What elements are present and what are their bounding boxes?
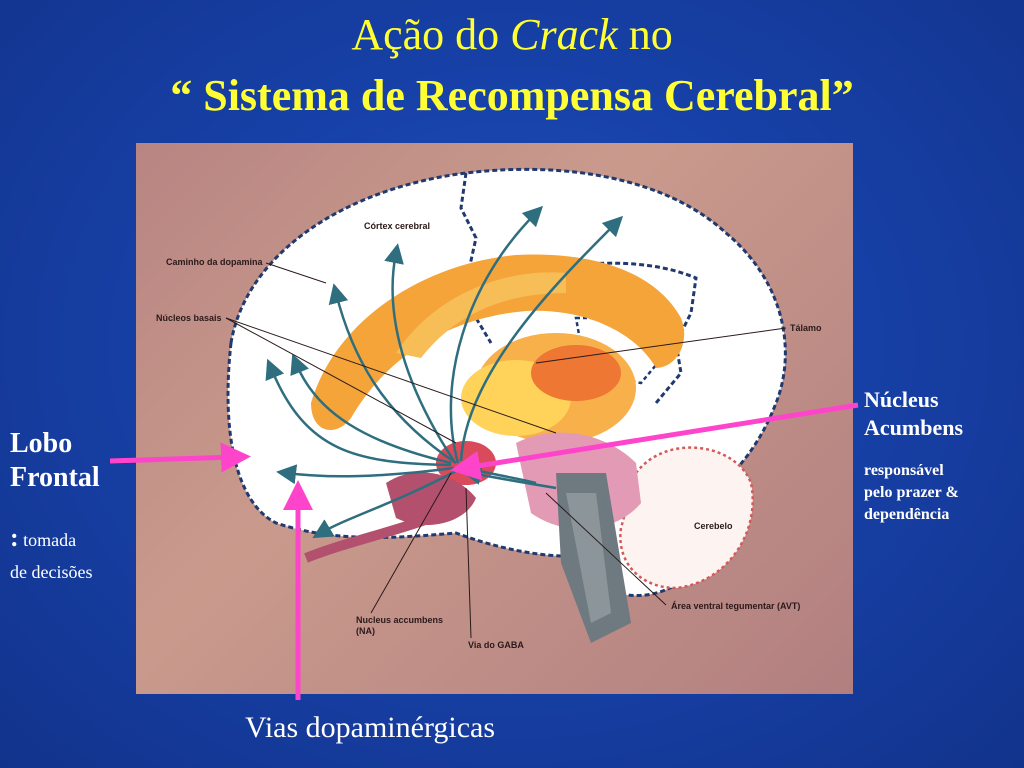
pathway-arrow-1	[328, 283, 457, 465]
lobo-desc-line1: tomada	[23, 530, 77, 550]
pathway-arrow-4	[276, 464, 455, 485]
cingulate-band	[396, 272, 566, 358]
pathway-arrow-6	[449, 205, 544, 464]
nucleo-desc-line2: pelo prazer &	[864, 484, 959, 501]
vias-dopaminergicas-label: Vias dopaminérgicas	[244, 711, 496, 744]
label-na-line1: Nucleus accumbens	[356, 615, 444, 625]
label-cerebelo: Cerebelo	[694, 521, 733, 531]
leader-talamo	[535, 327, 787, 364]
brain-reward-system-figure: Córtex cerebral Caminho da dopamina Núcl…	[136, 143, 853, 694]
nucleo-line2: Acumbens	[864, 415, 964, 440]
label-talamo: Tálamo	[790, 323, 822, 333]
pathway-arrow-5	[312, 469, 457, 539]
nucleo-desc-line3: dependência	[864, 506, 950, 523]
slide-title-line2: “ Sistema de Recompensa Cerebral”	[170, 71, 854, 120]
label-cortex-cerebral: Córtex cerebral	[364, 221, 431, 231]
lobo-colon: :	[10, 523, 19, 552]
lobo-line1: Lobo	[10, 428, 73, 459]
parietal-region-boundary	[480, 261, 698, 404]
lobo-line2: Frontal	[10, 462, 100, 493]
ventral-pathway	[304, 498, 469, 563]
label-caminho-dopamina: Caminho da dopamina	[166, 257, 263, 267]
pathway-arrow-8	[384, 243, 456, 462]
cerebellum-shape	[619, 446, 754, 590]
label-nucleos-basais: Núcleos basais	[156, 313, 222, 323]
leader-gaba	[465, 487, 472, 639]
nucleus-accumbens-description: responsável pelo prazer & dependência	[864, 460, 1019, 526]
title-post: no	[617, 10, 673, 59]
title-crack-italic: Crack	[510, 10, 618, 59]
leader-nucleos	[225, 317, 457, 444]
pathway-arrow-3	[265, 358, 452, 467]
pathway-arrow-2	[290, 353, 452, 465]
slide-title-line1: Ação do Crack no	[0, 10, 1024, 60]
nucleo-desc-line1: responsável	[864, 462, 944, 479]
nucleo-line1: Núcleus	[864, 387, 939, 412]
leader-caminho	[265, 262, 327, 284]
leader-accumbens	[370, 472, 452, 614]
brainstem-inner	[566, 493, 611, 623]
cortex-region-boundary	[459, 172, 493, 344]
label-na-line2: (NA)	[356, 626, 375, 636]
corpus-callosum	[311, 254, 685, 430]
lobo-frontal-description: : tomada de decisões	[10, 522, 135, 588]
lobo-desc-line2: de decisões	[10, 562, 93, 582]
leader-avt	[545, 492, 667, 606]
label-via-gaba: Via do GABA	[468, 640, 524, 650]
inner-thalamus	[531, 345, 621, 401]
title-pre: Ação do	[351, 10, 511, 59]
label-area-ventral: Área ventral tegumentar (AVT)	[671, 601, 801, 611]
label-nucleus-accumbens: Nucleus accumbens(NA)	[356, 615, 443, 637]
